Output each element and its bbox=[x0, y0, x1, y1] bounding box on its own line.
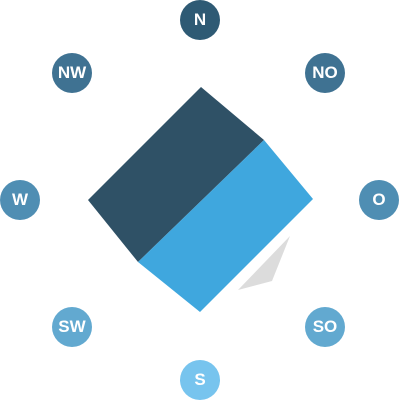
compass-west-button[interactable]: W bbox=[0, 180, 40, 220]
compass-southeast-button[interactable]: SO bbox=[305, 307, 345, 347]
compass-east-button[interactable]: O bbox=[359, 180, 399, 220]
compass-northwest-button[interactable]: NW bbox=[52, 53, 92, 93]
compass-southwest-button[interactable]: SW bbox=[52, 307, 92, 347]
compass-south-button[interactable]: S bbox=[180, 360, 220, 400]
cube-shadow bbox=[238, 236, 290, 290]
cube-top-face[interactable] bbox=[88, 87, 264, 262]
compass-northeast-button[interactable]: NO bbox=[305, 53, 345, 93]
compass-north-button[interactable]: N bbox=[180, 0, 220, 40]
cube-front-face[interactable] bbox=[138, 140, 313, 312]
